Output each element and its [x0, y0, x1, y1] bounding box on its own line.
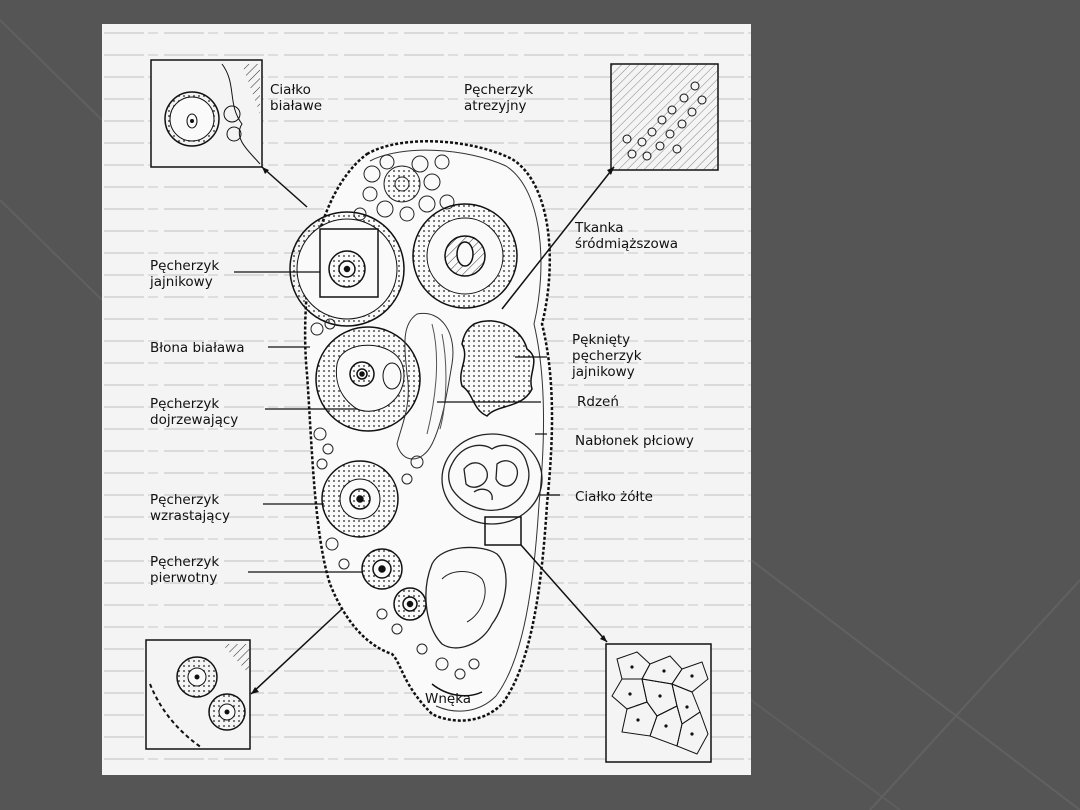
inset-atretic-follicle — [610, 63, 719, 171]
atretic-follicle — [412, 203, 518, 309]
inset-corpus-albicans — [150, 59, 263, 168]
label-medulla: Rdzeń — [577, 394, 619, 410]
growing-follicle — [321, 460, 399, 538]
corpus-luteum — [441, 433, 543, 525]
corpus-luteum-lower — [425, 546, 507, 649]
leader-lines — [234, 271, 560, 573]
inset-corpus-luteum — [605, 643, 712, 763]
medulla — [396, 312, 454, 460]
top-cell-cluster — [353, 154, 455, 222]
ovary-diagram — [102, 24, 751, 775]
hilum — [431, 683, 483, 697]
primordial-follicles — [361, 548, 427, 621]
small-follicles — [310, 318, 424, 635]
maturing-follicle — [315, 326, 421, 432]
ruptured-follicle — [460, 320, 535, 417]
label-tunica-albuginea: Błona biaława — [150, 340, 245, 356]
inset-primordial-follicle — [145, 639, 251, 750]
label-hilum: Wnęka — [425, 691, 472, 707]
label-germinal-epithelium: Nabłonek płciowy — [575, 433, 694, 449]
label-corpus-luteum: Ciałko żółte — [575, 489, 653, 505]
